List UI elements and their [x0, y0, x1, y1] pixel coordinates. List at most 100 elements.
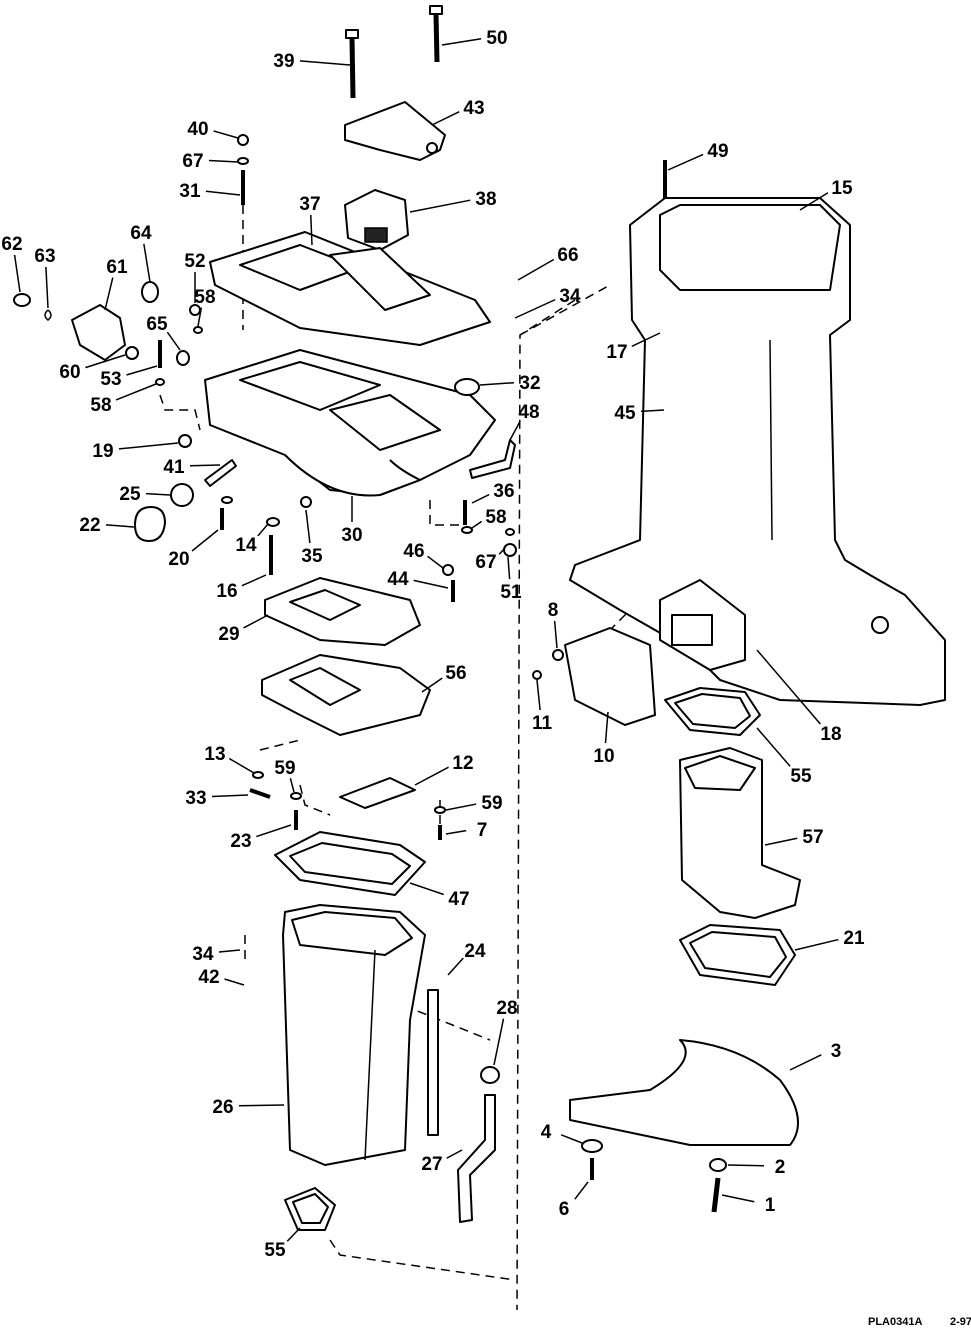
- washer-4: [581, 1139, 603, 1153]
- assembly-line: [429, 500, 465, 526]
- callout-17: 17: [606, 342, 627, 363]
- callout-52: 52: [184, 251, 205, 272]
- callout-62: 62: [1, 234, 22, 255]
- leader-line-58: [197, 307, 203, 327]
- callout-43: 43: [463, 98, 484, 119]
- grommet-32: [454, 378, 480, 396]
- callout-39: 39: [273, 51, 294, 72]
- callout-60: 60: [59, 362, 80, 383]
- callout-67: 67: [475, 552, 496, 573]
- callout-35: 35: [301, 546, 323, 567]
- callout-38: 38: [475, 189, 496, 210]
- part-62: [13, 293, 31, 307]
- leader-lines: [13, 37, 839, 1242]
- callout-18: 18: [820, 724, 841, 745]
- part-19: [178, 434, 192, 448]
- callout-58: 58: [485, 507, 506, 528]
- gasket-37: [209, 231, 491, 346]
- callout-29: 29: [218, 624, 239, 645]
- fitting-41: [204, 459, 237, 487]
- callout-23: 23: [230, 831, 251, 852]
- callout-15: 15: [831, 178, 853, 199]
- callout-34: 34: [192, 944, 214, 965]
- leader-line-2: [727, 1164, 765, 1167]
- exhaust-tube-57: [679, 747, 801, 919]
- leader-line-24: [447, 957, 464, 976]
- leader-line-7: [445, 829, 467, 835]
- callout-14: 14: [235, 535, 257, 556]
- leader-line-65: [166, 331, 181, 351]
- callout-34: 34: [559, 286, 581, 307]
- callout-58: 58: [90, 395, 111, 416]
- leader-line-66: [517, 258, 555, 281]
- leader-line-45: [640, 409, 665, 413]
- leader-line-32: [479, 381, 515, 386]
- assembly-line: [259, 739, 301, 751]
- callout-55: 55: [264, 1240, 286, 1261]
- leader-line-48: [509, 420, 521, 441]
- callout-10: 10: [593, 746, 614, 767]
- leader-line-34: [218, 949, 241, 953]
- plate-12: [339, 777, 416, 809]
- callout-11: 11: [532, 713, 553, 734]
- leader-line-31: [205, 190, 241, 196]
- callout-27: 27: [421, 1154, 442, 1175]
- leader-line-49: [667, 153, 704, 171]
- leader-line-60: [85, 354, 126, 369]
- leader-line-61: [104, 277, 114, 311]
- assembly-line: [329, 1239, 516, 1281]
- assembly-line: [159, 394, 201, 431]
- callout-48: 48: [518, 402, 539, 423]
- callout-45: 45: [614, 403, 636, 424]
- leader-line-8: [553, 620, 558, 649]
- leader-line-51: [507, 556, 511, 580]
- callout-59: 59: [274, 758, 295, 779]
- leader-line-67: [498, 547, 506, 555]
- leader-line-63: [45, 266, 49, 309]
- callout-16: 16: [216, 581, 237, 602]
- leader-line-26: [238, 1104, 285, 1107]
- cover-10: [564, 627, 656, 726]
- callout-64: 64: [130, 223, 152, 244]
- part-63: [44, 309, 52, 321]
- leader-line-10: [604, 711, 609, 744]
- leader-line-22: [105, 524, 135, 528]
- part-64: [141, 281, 159, 303]
- leader-line-55: [286, 1227, 301, 1242]
- leader-line-58: [115, 383, 157, 401]
- leader-line-14: [257, 523, 269, 537]
- leader-line-36: [471, 493, 490, 504]
- callout-46: 46: [403, 541, 424, 562]
- leader-line-29: [243, 614, 269, 629]
- pipe-27: [457, 1094, 496, 1223]
- callout-4: 4: [541, 1122, 552, 1143]
- callout-2: 2: [775, 1157, 786, 1178]
- leader-line-59: [445, 803, 477, 811]
- leader-line-62: [13, 254, 21, 293]
- callout-3: 3: [831, 1041, 842, 1062]
- tube-48: [469, 439, 516, 479]
- leader-line-18: [756, 649, 821, 725]
- driveshaft-housing-15: [569, 197, 946, 706]
- leader-line-39: [299, 60, 351, 66]
- leader-line-4: [560, 1134, 583, 1144]
- leader-line-20: [191, 529, 219, 552]
- nut-2: [709, 1158, 727, 1172]
- callout-8: 8: [548, 600, 559, 621]
- callout-22: 22: [79, 515, 100, 536]
- leader-line-1: [721, 1194, 755, 1203]
- callout-55: 55: [790, 766, 812, 787]
- callout-13: 13: [204, 744, 225, 765]
- callout-59: 59: [481, 793, 502, 814]
- part-61: [71, 304, 126, 361]
- bolt-50: [429, 5, 443, 15]
- nut-52: [189, 304, 201, 316]
- leader-line-3: [789, 1054, 822, 1071]
- callout-53: 53: [100, 369, 121, 390]
- leader-line-38: [409, 199, 471, 213]
- callout-41: 41: [163, 457, 185, 478]
- leader-line-59: [289, 778, 295, 793]
- figure-code: PLA0341A: [868, 1316, 922, 1328]
